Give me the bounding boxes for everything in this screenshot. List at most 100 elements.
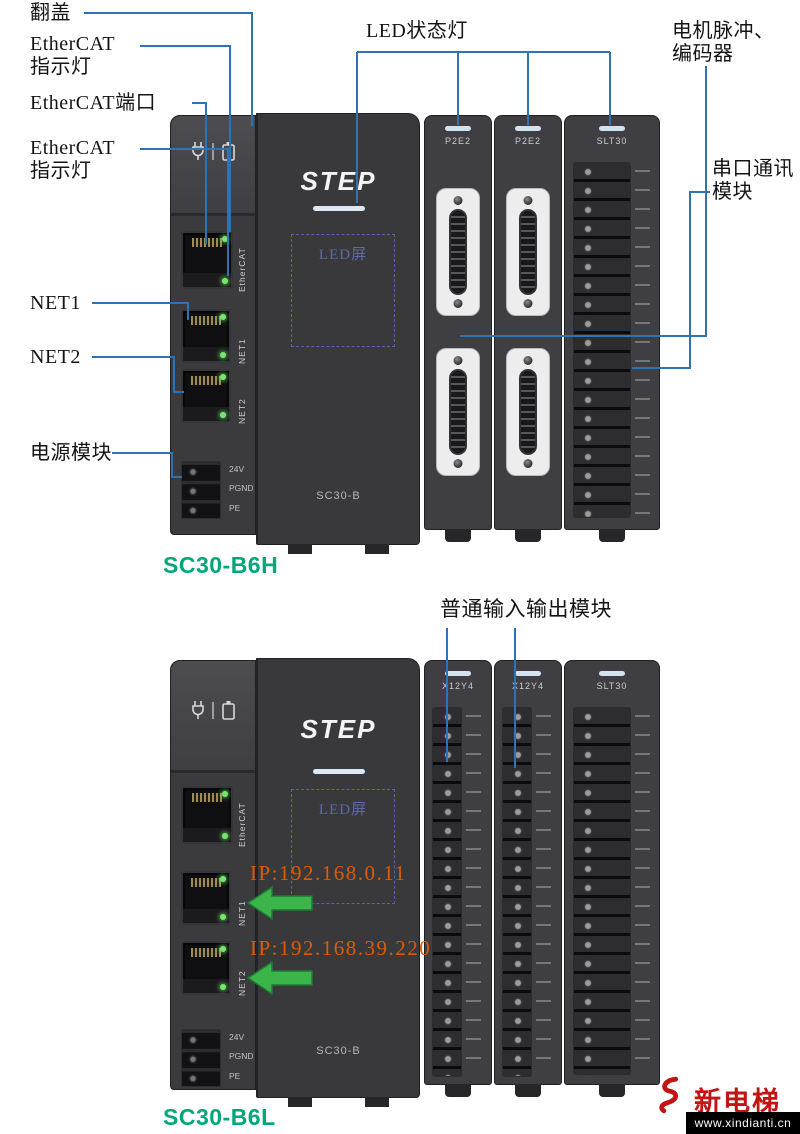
led-screen-label: LED屏 <box>318 802 368 818</box>
power-pin-label-24v: 24V <box>229 1032 245 1042</box>
ethercat-port-label: EtherCAT <box>237 802 247 847</box>
label-net1: NET1 <box>30 292 81 314</box>
label-serial-module: 串口通讯 模块 <box>712 158 794 204</box>
io-base-module: EtherCAT NET1 NET2 24V PGND PE <box>170 660 256 1090</box>
device-sc30-b6l: EtherCAT NET1 NET2 24V PGND PE STEP LED屏 <box>170 658 662 1108</box>
module-led-bar <box>445 126 471 131</box>
net2-led <box>220 946 226 952</box>
logo-stroke <box>659 1076 679 1114</box>
ethercat-led-top <box>222 236 228 242</box>
label-line: 指示灯 <box>30 56 92 78</box>
battery-icon <box>222 142 235 161</box>
power-terminal <box>181 461 221 519</box>
module-label: P2E2 <box>444 136 472 146</box>
module-slt30: SLT30 <box>564 660 660 1085</box>
pin-field <box>449 369 467 455</box>
mounting-foot <box>365 544 389 554</box>
terminal-strip <box>432 707 462 1077</box>
label-power-module: 电源模块 <box>30 442 112 464</box>
net2-port-label: NET2 <box>237 970 247 996</box>
power-pin-label-pgnd: PGND <box>229 483 254 494</box>
module-x12y4-2: X12Y4 <box>494 660 562 1085</box>
device-sc30-b6h: EtherCAT NET1 NET2 24V PGND PE STEP LED屏 <box>170 113 662 558</box>
label-line: 编码器 <box>672 43 734 65</box>
net1-port <box>181 871 231 925</box>
ethercat-port-label: EtherCAT <box>237 247 247 292</box>
power-terminal <box>181 1029 221 1087</box>
flip-cover <box>171 116 255 216</box>
screw-hole <box>453 299 463 308</box>
terminal-strip <box>573 162 631 518</box>
module-label: X12Y4 <box>511 681 545 691</box>
ethercat-led-top <box>222 791 228 797</box>
module-led-bar <box>515 671 541 676</box>
cover-icons <box>192 701 235 720</box>
label-line: 指示灯 <box>30 160 92 182</box>
status-light-bar <box>312 206 365 211</box>
power-pin-label-pe: PE <box>229 502 241 513</box>
terminal-strip <box>502 707 532 1077</box>
mounting-foot <box>288 544 312 554</box>
power-pin-label-pe: PE <box>229 1070 241 1081</box>
net2-port <box>181 369 231 423</box>
flip-cover <box>171 661 255 773</box>
brand-logo: STEP <box>300 166 377 196</box>
label-led-status: LED状态灯 <box>366 20 468 42</box>
module-led-bar <box>599 126 625 131</box>
plug-icon <box>192 701 204 719</box>
label-line: 模块 <box>712 181 753 203</box>
cpu-module: STEP LED屏 SC30-B <box>256 658 420 1107</box>
module-label: SLT30 <box>596 136 628 146</box>
db-connector <box>506 348 550 476</box>
module-label: SLT30 <box>596 681 628 691</box>
net1-port-label: NET1 <box>237 338 247 364</box>
screw-hole <box>523 356 533 365</box>
label-line: EtherCAT <box>30 33 116 55</box>
net1-led <box>220 876 226 882</box>
net2-led-2 <box>220 412 226 418</box>
label-line: 电机脉冲、 <box>672 20 775 42</box>
label-flip-cover: 翻盖 <box>30 2 71 24</box>
ethercat-port <box>181 231 233 289</box>
label-line: EtherCAT <box>30 137 116 159</box>
caption-sc30-b6l: SC30-B6L <box>163 1104 276 1130</box>
db-connector <box>436 348 480 476</box>
mounting-foot <box>288 1097 312 1107</box>
cpu-module: STEP LED屏 SC30-B <box>256 113 420 554</box>
net1-port <box>181 309 231 363</box>
terminal-pin-labels <box>635 715 650 1073</box>
terminal-pin-labels <box>635 170 650 516</box>
label-motor-encoder: 电机脉冲、 编码器 <box>672 20 775 66</box>
pin-field <box>519 209 537 295</box>
ip-address-net1: IP:192.168.0.11 <box>250 861 407 885</box>
module-p2e2-2: P2E2 <box>494 115 562 530</box>
screw-hole <box>523 196 533 205</box>
cover-icons <box>192 142 235 161</box>
net2-led-2 <box>220 984 226 990</box>
label-line: 串口通讯 <box>712 158 794 180</box>
pin-field <box>449 209 467 295</box>
db-connector <box>436 188 480 316</box>
led-screen-label: LED屏 <box>318 247 368 263</box>
watermark-url-bar: www.xindianti.cn <box>686 1112 800 1134</box>
net1-led-2 <box>220 352 226 358</box>
screw-hole <box>523 459 533 468</box>
label-ethercat-port: EtherCAT端口 <box>30 92 157 114</box>
power-pin-labels: 24V PGND PE <box>229 460 254 518</box>
net2-led <box>220 374 226 380</box>
screw-hole <box>523 299 533 308</box>
model-label: SC30-B <box>316 1045 361 1057</box>
plug-icon <box>192 142 204 160</box>
caption-sc30-b6h: SC30-B6H <box>163 552 279 578</box>
led-screen-outline: LED屏 <box>291 234 395 347</box>
ethercat-port <box>181 786 233 844</box>
label-net2: NET2 <box>30 346 81 368</box>
net1-port-label: NET1 <box>237 900 247 926</box>
power-pin-label-24v: 24V <box>229 464 245 474</box>
net1-led-2 <box>220 914 226 920</box>
module-label: P2E2 <box>514 136 542 146</box>
pin-field <box>519 369 537 455</box>
model-label: SC30-B <box>316 490 361 502</box>
module-label: X12Y4 <box>441 681 475 691</box>
